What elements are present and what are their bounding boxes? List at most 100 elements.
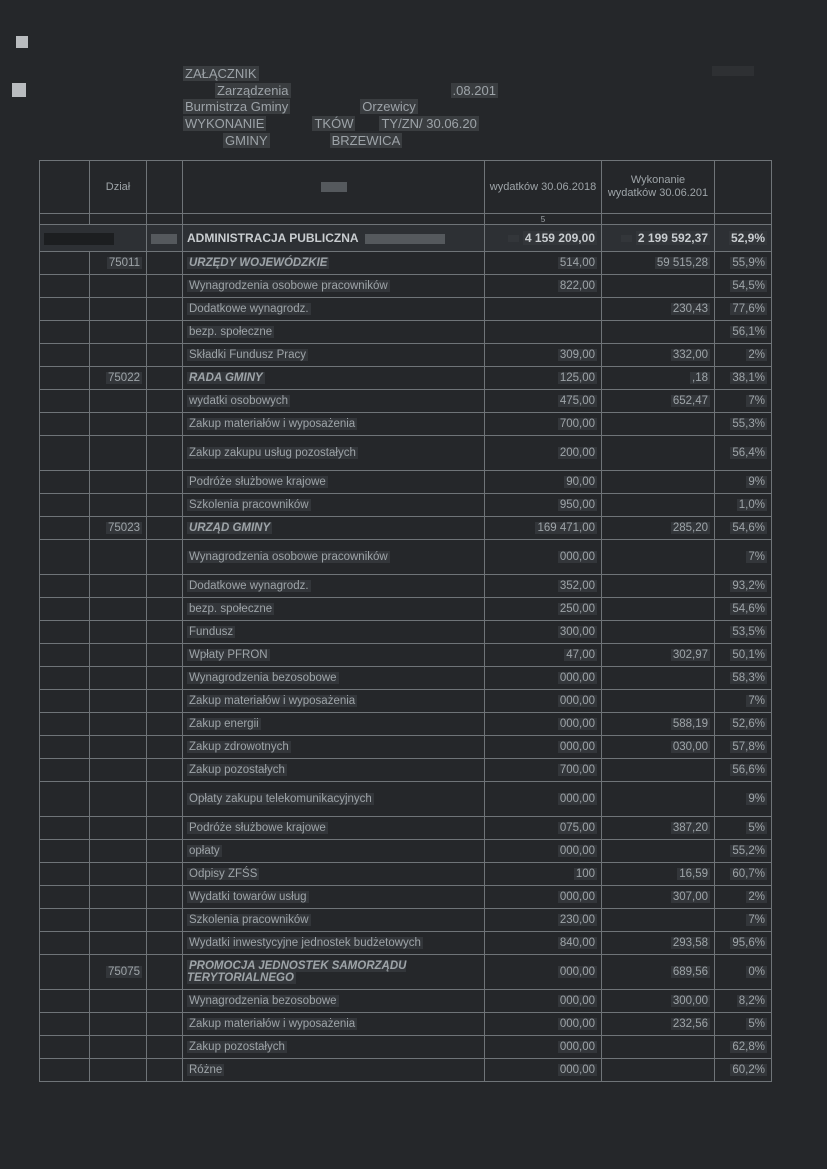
row-procent-text: 52,6% bbox=[730, 718, 767, 730]
row-plan: 250,00 bbox=[484, 597, 602, 621]
row-blank bbox=[39, 781, 90, 817]
row-blank bbox=[39, 908, 90, 932]
row-par bbox=[146, 297, 183, 321]
row-wykonanie bbox=[601, 689, 715, 713]
row-plan-text: 200,00 bbox=[557, 447, 597, 459]
row-procent-text: 55,2% bbox=[730, 845, 767, 857]
row-plan-text: 514,00 bbox=[557, 257, 597, 269]
row-code-text bbox=[138, 649, 142, 661]
row-blank bbox=[39, 574, 90, 598]
row-code bbox=[89, 574, 147, 598]
row-wykonanie-text: 652,47 bbox=[670, 395, 710, 407]
row-name: URZĘDY WOJEWÓDZKIE bbox=[182, 251, 485, 275]
row-par bbox=[146, 643, 183, 667]
row-plan: 125,00 bbox=[484, 366, 602, 390]
row-blank bbox=[39, 1012, 90, 1036]
row-plan bbox=[484, 320, 602, 344]
row-procent: 55,2% bbox=[714, 839, 772, 863]
row-procent-text: 38,1% bbox=[730, 372, 767, 384]
row-code bbox=[89, 643, 147, 667]
row-plan-text: 000,00 bbox=[557, 672, 597, 684]
row-par bbox=[146, 435, 183, 471]
row-name: wydatki osobowych bbox=[182, 389, 485, 413]
row-code bbox=[89, 274, 147, 298]
row-procent: 1,0% bbox=[714, 493, 772, 517]
row-procent: 55,9% bbox=[714, 251, 772, 275]
row-procent-text: 7% bbox=[746, 395, 767, 407]
table-row: Wydatki inwestycyjne jednostek budżetowy… bbox=[39, 931, 772, 955]
row-plan: 950,00 bbox=[484, 493, 602, 517]
row-procent: 55,3% bbox=[714, 412, 772, 436]
row-code-text bbox=[138, 1018, 142, 1030]
row-procent-text: 5% bbox=[746, 822, 767, 834]
row-plan: 000,00 bbox=[484, 954, 602, 990]
row-par bbox=[146, 470, 183, 494]
row-name-text: PROMOCJA JEDNOSTEK SAMORZĄDU TERYTORIALN… bbox=[187, 960, 407, 984]
row-plan: 700,00 bbox=[484, 412, 602, 436]
row-par bbox=[146, 816, 183, 840]
row-procent: 50,1% bbox=[714, 643, 772, 667]
row-plan-text: 000,00 bbox=[557, 695, 597, 707]
row-procent: 0% bbox=[714, 954, 772, 990]
row-code-text: 75011 bbox=[106, 257, 142, 269]
row-wykonanie: 300,00 bbox=[601, 989, 715, 1013]
row-wykonanie-text: 285,20 bbox=[670, 522, 710, 534]
row-wykonanie-text bbox=[706, 476, 710, 488]
row-name: Szkolenia pracowników bbox=[182, 908, 485, 932]
row-blank bbox=[39, 320, 90, 344]
row-wykonanie-text: 030,00 bbox=[670, 741, 710, 753]
row-code-text bbox=[138, 995, 142, 1007]
corner-mark-left bbox=[12, 83, 26, 97]
row-par bbox=[146, 1035, 183, 1059]
row-blank bbox=[39, 343, 90, 367]
row-blank bbox=[39, 366, 90, 390]
row-wykonanie: 307,00 bbox=[601, 885, 715, 909]
row-plan-text bbox=[593, 326, 597, 338]
row-plan: 514,00 bbox=[484, 251, 602, 275]
row-plan bbox=[484, 297, 602, 321]
row-name: Wynagrodzenia bezosobowe bbox=[182, 666, 485, 690]
row-name: Fundusz bbox=[182, 620, 485, 644]
column-number-row: 5 bbox=[39, 213, 772, 225]
row-blank bbox=[39, 758, 90, 782]
row-procent-text: 1,0% bbox=[736, 499, 767, 511]
row-plan-text: 000,00 bbox=[557, 891, 597, 903]
row-name-text: bezp. społeczne bbox=[187, 326, 275, 338]
row-code-text: 75023 bbox=[106, 522, 142, 534]
row-par bbox=[146, 389, 183, 413]
colnum-1 bbox=[39, 213, 90, 225]
col-nazwa bbox=[182, 160, 485, 214]
row-plan: 230,00 bbox=[484, 908, 602, 932]
row-procent-text: 2% bbox=[746, 891, 767, 903]
row-wykonanie bbox=[601, 597, 715, 621]
row-procent: 52,6% bbox=[714, 712, 772, 736]
row-code: 75011 bbox=[89, 251, 147, 275]
row-wykonanie: ,18 bbox=[601, 366, 715, 390]
row-name: Wydatki towarów usług bbox=[182, 885, 485, 909]
row-name-text: Zakup materiałów i wyposażenia bbox=[187, 1018, 358, 1030]
row-wykonanie-text: 302,97 bbox=[670, 649, 710, 661]
row-name-text: Podróże służbowe krajowe bbox=[187, 822, 328, 834]
row-blank bbox=[39, 620, 90, 644]
row-wykonanie-text bbox=[706, 447, 710, 459]
row-code-text bbox=[138, 626, 142, 638]
row-plan: 169 471,00 bbox=[484, 516, 602, 540]
row-procent: 95,6% bbox=[714, 931, 772, 955]
row-wykonanie bbox=[601, 1058, 715, 1082]
row-name-text: Zakup pozostałych bbox=[187, 764, 287, 776]
row-procent: 2% bbox=[714, 885, 772, 909]
row-plan: 000,00 bbox=[484, 989, 602, 1013]
row-wykonanie: 302,97 bbox=[601, 643, 715, 667]
